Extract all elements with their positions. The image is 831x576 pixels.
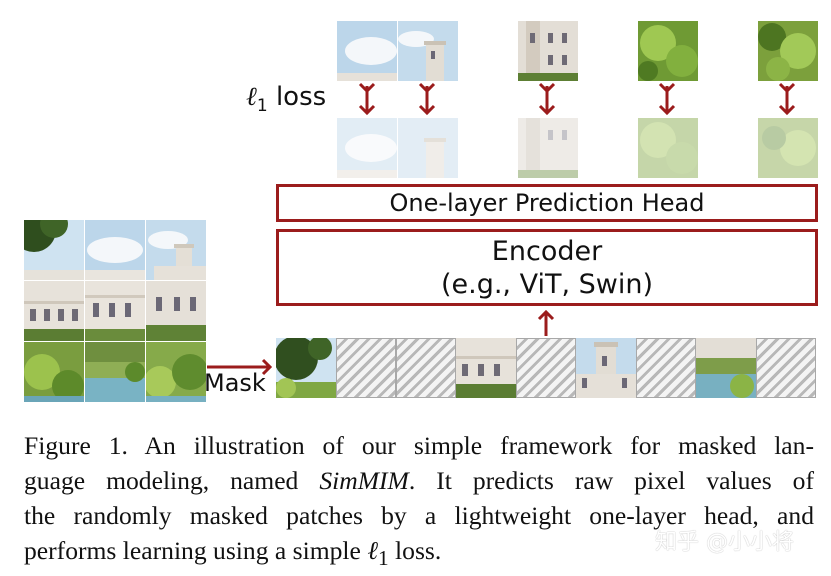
image-patch [146, 342, 206, 402]
loss-double-arrows [358, 82, 796, 116]
caption-line: performs learning using a simple ℓ1 loss… [24, 536, 442, 571]
double-arrow-icon [778, 82, 796, 116]
figure-arrows [207, 82, 796, 376]
prediction-head-label: One-layer Prediction Head [389, 189, 705, 217]
image-patch [146, 281, 206, 341]
input-patch-visible [276, 338, 336, 398]
simmim-figure: One-layer Prediction Head Encoder (e.g.,… [24, 21, 818, 402]
target-patch-foliage [638, 21, 698, 81]
double-arrow-icon [358, 82, 376, 116]
input-patch-masked [336, 338, 396, 398]
caption-line: the randomly masked patches by a lightwe… [24, 501, 814, 530]
input-patch-masked [516, 338, 576, 398]
input-to-encoder-arrow [537, 309, 555, 336]
input-patch-visible [576, 338, 636, 398]
caption-line: guage modeling, named SimMIM. It predict… [24, 466, 815, 495]
encoder-box: Encoder (e.g., ViT, Swin) [276, 229, 818, 306]
target-patch-building [518, 21, 578, 81]
l1-loss-label: ℓ1 loss [246, 82, 327, 117]
prediction-patch [638, 118, 698, 178]
prediction-head-box: One-layer Prediction Head [276, 184, 818, 222]
double-arrow-icon [418, 82, 436, 116]
caption-line: Figure 1. An illustration of our simple … [24, 431, 814, 460]
image-patch [24, 342, 84, 402]
input-patch-masked [756, 338, 816, 398]
target-patch-tower [398, 21, 458, 81]
double-arrow-icon [658, 82, 676, 116]
target-patch-foliage [758, 21, 818, 81]
image-patch [85, 281, 145, 341]
input-patch-visible [696, 338, 756, 398]
image-patch [146, 220, 206, 280]
mask-label: Mask [204, 369, 266, 397]
image-patch [24, 281, 84, 341]
image-patch [85, 220, 145, 280]
double-arrow-icon [538, 82, 556, 116]
encoder-examples: (e.g., ViT, Swin) [440, 268, 654, 300]
prediction-patch [518, 118, 578, 178]
figure-caption: Figure 1. An illustration of our simple … [24, 428, 814, 576]
encoder-label: Encoder [491, 235, 603, 267]
prediction-patch [337, 118, 397, 178]
input-patch-visible [456, 338, 516, 398]
image-patch [24, 220, 84, 280]
target-patch-sky [337, 21, 397, 81]
watermark: 知乎 @小小将 [655, 530, 794, 555]
image-patch [85, 342, 145, 402]
input-patch-masked [396, 338, 456, 398]
input-patch-masked [636, 338, 696, 398]
mask-arrow [207, 358, 273, 376]
prediction-patch [758, 118, 818, 178]
prediction-patch [398, 118, 458, 178]
